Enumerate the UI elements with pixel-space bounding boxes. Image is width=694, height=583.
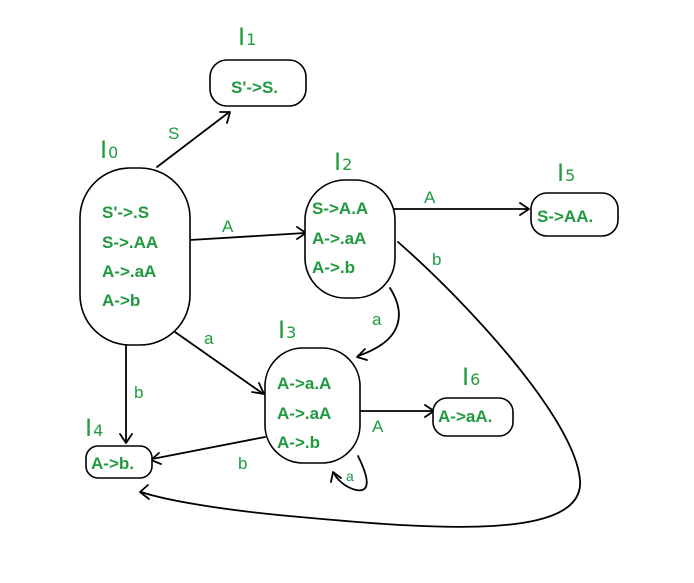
arrowhead-i2-i4 [139,484,150,500]
edge-i2-i4 [140,241,581,528]
state-i3-item-1: A->a.A [277,374,331,393]
arrowhead-i2-i3 [356,348,368,361]
arrowhead-i0-i3 [251,382,265,395]
edge-label-i2-i4: b [432,250,441,269]
edge-i0-i1 [156,112,229,168]
edge-label-i3-i3: a [346,468,354,484]
state-i5-name: I5 [557,159,575,187]
state-i3-item-3: A->.b [277,433,320,452]
arrowhead-i0-i1 [219,111,231,124]
state-i0-box [79,167,191,346]
state-i2-box [304,179,396,299]
state-i1-item-1: S'->S. [231,78,278,97]
state-i1-name: I1 [238,23,256,51]
state-i6-item-1: A->aA. [438,407,492,426]
state-i6-name: I6 [462,363,480,391]
edge-label-i0-i3: a [204,329,214,348]
state-i0-item-1: S'->.S [102,203,149,222]
state-i4-item-1: A->b. [91,454,134,473]
edge-label-i2-i3: a [372,310,382,329]
arrowhead-i2-i5 [519,202,530,216]
state-i5-item-1: S->AA. [537,207,593,226]
edge-i0-i2 [189,232,306,241]
state-i2-item-3: A->.b [312,258,355,277]
edge-label-i0-i4: b [134,383,143,402]
state-i0-name: I0 [100,136,118,164]
arrowhead-i3-i3 [330,471,342,483]
edge-i2-i3 [357,287,400,357]
state-i1-box [209,59,307,107]
edge-i0-i3 [174,331,263,394]
edge-label-i0-i2: A [222,217,234,236]
edge-i3-i3 [333,455,368,492]
state-i3-box [264,347,361,464]
edge-label-i3-i6: A [372,417,384,436]
state-i0-item-3: A->.aA [102,262,156,281]
edge-i3-i4 [151,436,266,460]
state-i2-name: I2 [334,148,352,176]
edge-label-i0-i1: S [168,124,179,143]
state-i2-item-2: A->.aA [312,229,366,248]
state-i0-item-2: S->.AA [102,233,158,252]
state-i0-item-4: A->b [102,291,140,310]
state-i3-name: I3 [278,316,296,344]
state-i4-name: I4 [85,414,103,442]
state-i6-box [432,397,514,437]
state-i4-box [85,445,153,479]
state-i2-item-1: S->A.A [312,199,368,218]
state-i5-box [530,192,619,237]
state-i3-item-2: A->.aA [277,404,331,423]
arrowhead-i0-i4 [119,433,133,444]
edge-label-i2-i5: A [424,188,436,207]
edge-label-i3-i4: b [238,454,247,473]
